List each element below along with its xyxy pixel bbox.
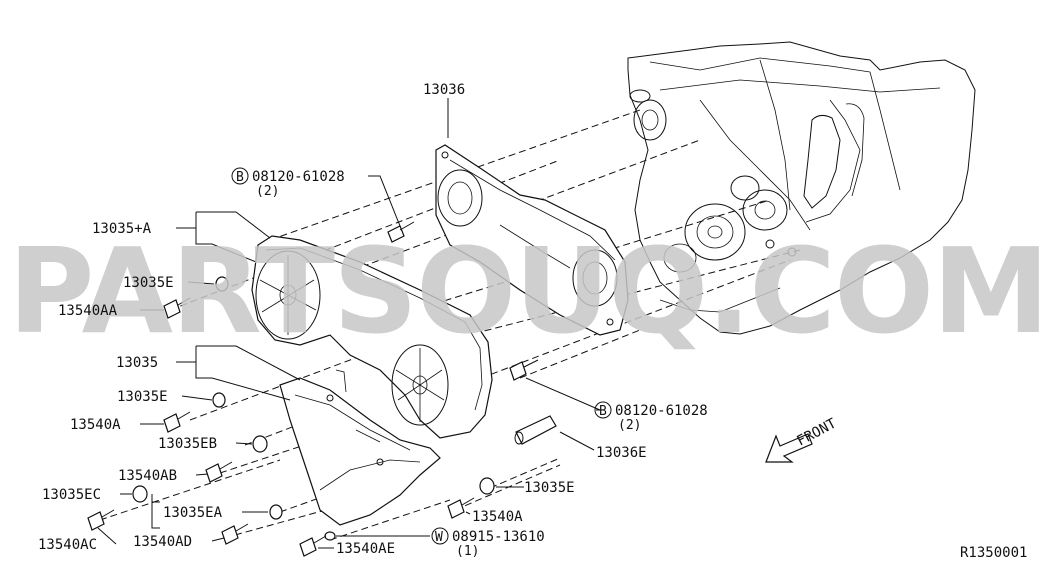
label-bolt-top-part: 08120-61028 — [252, 169, 345, 185]
bolt-upper-icon — [387, 221, 415, 243]
circle-label-w: W — [435, 530, 443, 545]
label-13540AE: 13540AE — [336, 541, 395, 557]
reference-code: R1350001 — [960, 545, 1027, 561]
bolt-13540AD-icon — [221, 523, 249, 545]
bolt-13540AE-icon — [299, 535, 327, 557]
bolt-13540A-left-icon — [163, 411, 191, 433]
grommet-13035E-upper-icon — [215, 276, 229, 292]
label-13540AD: 13540AD — [133, 534, 192, 550]
watermark-text: PARTSOUQ.COM — [8, 222, 1045, 360]
upper-timing-cover — [251, 235, 493, 439]
bolt-13540AC-icon — [87, 509, 115, 531]
label-13035A: 13035+A — [92, 221, 152, 237]
circle-label-b-mid: B — [599, 404, 607, 419]
grommet-13035E-right-icon — [479, 477, 495, 495]
circle-label-b-top: B — [236, 170, 244, 185]
label-13035E-right: 13035E — [524, 480, 575, 496]
front-label: FRONT — [794, 415, 839, 449]
circle-markers — [231, 167, 612, 545]
washer-icon — [324, 531, 336, 541]
label-washer-qty: (1) — [456, 544, 479, 559]
label-13035EC: 13035EC — [42, 487, 101, 503]
label-13035EA: 13035EA — [163, 505, 223, 521]
grommet-13035E-lower-icon — [212, 392, 226, 408]
label-13540A-right: 13540A — [472, 509, 523, 525]
label-13035: 13035 — [116, 355, 158, 371]
fasteners — [87, 221, 539, 557]
bolt-13540AA-icon — [163, 297, 191, 319]
dowel-pin-13036E — [514, 415, 557, 445]
engine-block — [627, 41, 976, 335]
label-bolt-mid-qty: (2) — [618, 418, 641, 433]
label-13035E-upper: 13035E — [123, 275, 174, 291]
leader-lines — [97, 98, 601, 549]
rear-timing-plate — [435, 144, 629, 336]
label-13036: 13036 — [423, 82, 465, 98]
label-bolt-top-qty: (2) — [256, 184, 279, 199]
label-13540AA: 13540AA — [58, 303, 118, 319]
bolt-mid-icon — [509, 359, 539, 381]
bolt-13540AB-icon — [205, 461, 233, 483]
front-arrow-icon — [765, 433, 813, 463]
label-13035E-lower: 13035E — [117, 389, 168, 405]
label-13540AC: 13540AC — [38, 537, 97, 553]
grommet-13035EC-icon — [132, 485, 148, 503]
grommet-13035EA-icon — [269, 504, 283, 520]
label-13540A-left: 13540A — [70, 417, 121, 433]
label-washer-part: 08915-13610 — [452, 529, 545, 545]
bolt-13540A-right-icon — [447, 497, 475, 519]
lower-timing-cover — [279, 369, 441, 526]
label-13035EB: 13035EB — [158, 436, 217, 452]
label-13540AB: 13540AB — [118, 468, 177, 484]
grommet-13035EB-icon — [252, 435, 268, 453]
label-bolt-mid-part: 08120-61028 — [615, 403, 708, 419]
label-13036E: 13036E — [596, 445, 647, 461]
